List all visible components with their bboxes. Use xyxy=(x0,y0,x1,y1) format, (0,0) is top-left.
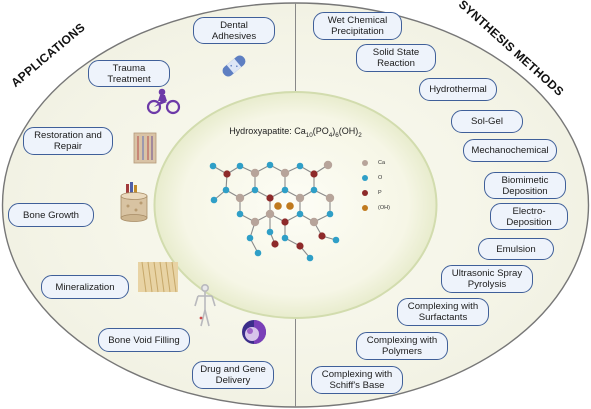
synthesis-complexing-with-polymers: Complexing with Polymers xyxy=(356,332,448,360)
synthesis-complexing-with-schiffs-base: Complexing with Schiff's Base xyxy=(311,366,403,394)
synthesis-wet-chemical-precipitation: Wet Chemical Precipitation xyxy=(313,12,402,40)
application-dental-adhesives: Dental Adhesives xyxy=(193,17,275,44)
application-mineralization: Mineralization xyxy=(41,275,129,299)
collagen-fibers-icon xyxy=(138,261,178,293)
legend-swatch-oh xyxy=(362,205,368,211)
hydroxyapatite-formula: Hydroxyapatite: Ca10(PO4)6(OH)2 xyxy=(229,126,362,139)
synthesis-solid-state-reaction: Solid State Reaction xyxy=(356,44,436,72)
bone-tissue-icon xyxy=(133,132,157,164)
synthesis-ultrasonic-spray-pyrolysis: Ultrasonic Spray Pyrolysis xyxy=(441,265,533,293)
nanoparticle-sphere-icon xyxy=(242,320,266,344)
motorcycle-rider-icon xyxy=(146,88,181,115)
application-restoration-and-repair: Restoration and Repair xyxy=(23,127,113,155)
synthesis-sol-gel: Sol-Gel xyxy=(451,110,523,133)
legend-swatch-ca xyxy=(362,160,368,166)
legend-label-p: P xyxy=(378,190,382,196)
synthesis-emulsion: Emulsion xyxy=(478,238,554,260)
bandage-icon xyxy=(222,55,246,77)
synthesis-mechanochemical: Mechanochemical xyxy=(463,139,557,162)
synthesis-complexing-with-surfactants: Complexing with Surfactants xyxy=(397,298,489,326)
application-drug-and-gene-delivery: Drug and Gene Delivery xyxy=(192,361,274,389)
center-circle xyxy=(153,91,438,319)
application-bone-void-filling: Bone Void Filling xyxy=(98,328,190,352)
skeleton-icon xyxy=(194,284,216,327)
application-trauma-treatment: Trauma Treatment xyxy=(88,60,170,87)
bone-cylinder-icon xyxy=(120,182,148,222)
legend-label-oh: (OH) xyxy=(378,205,390,211)
molecule-atoms xyxy=(209,160,340,262)
application-bone-growth: Bone Growth xyxy=(8,203,94,227)
legend-label-o: O xyxy=(378,175,383,181)
synthesis-biomimetic-deposition: Biomimetic Deposition xyxy=(484,172,566,199)
legend-label-ca: Ca xyxy=(378,160,386,166)
synthesis-hydrothermal: Hydrothermal xyxy=(419,78,497,101)
legend-swatch-o xyxy=(362,175,368,181)
legend-swatch-p xyxy=(362,190,368,196)
synthesis-electro-deposition: Electro- Deposition xyxy=(490,203,568,230)
